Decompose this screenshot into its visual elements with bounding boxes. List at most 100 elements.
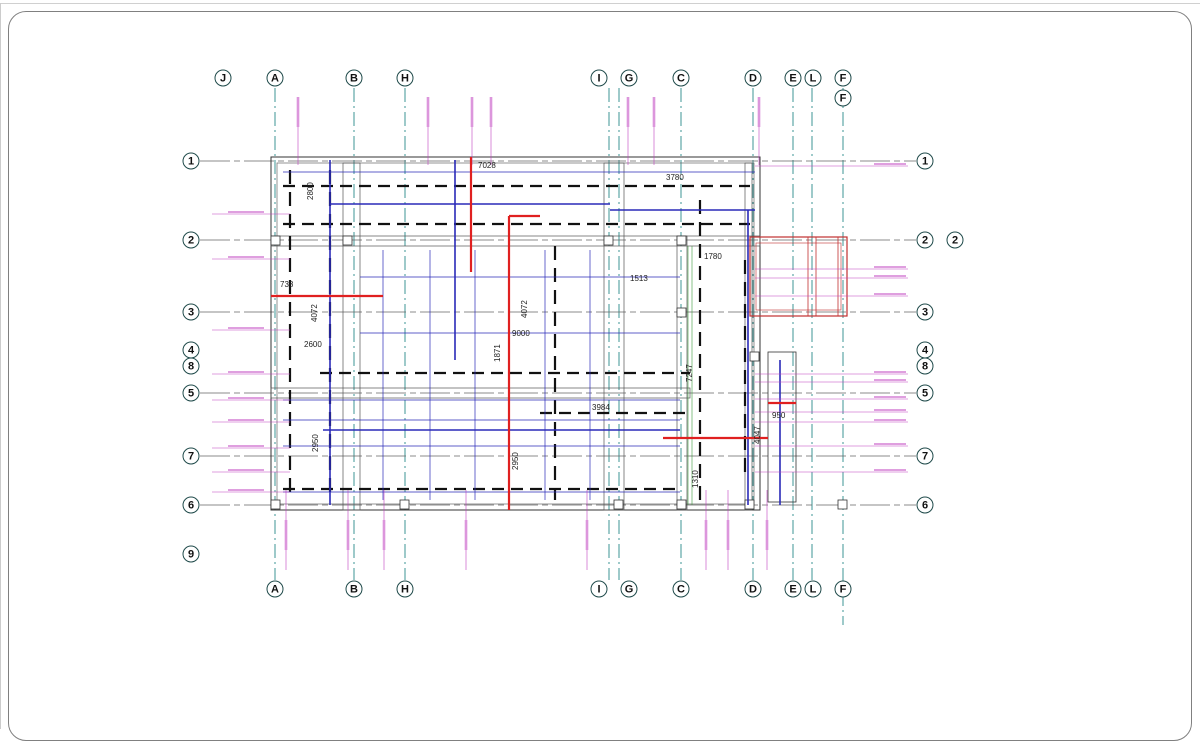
grid-bubble-label: F [840, 73, 847, 85]
rebar-tag-label [874, 409, 906, 411]
grid-bubble-top-D: D [744, 69, 762, 87]
grid-bubble-label: 5 [922, 388, 928, 400]
grid-bubble-right-8: 8 [916, 357, 934, 375]
grid-bubble-left-6: 6 [182, 496, 200, 514]
grid-bubble-circle [214, 69, 232, 87]
column [613, 499, 624, 510]
grid-bubble-left-8: 8 [182, 357, 200, 375]
grid-bubble-left-2: 2 [182, 231, 200, 249]
rebar-tag-label [228, 211, 264, 213]
grid-bubble-circle [804, 580, 822, 598]
dimension-label: 950 [772, 411, 786, 420]
grid-bubble-label: L [810, 73, 817, 85]
grid-bubble-circle [345, 69, 363, 87]
grid-bubble-bottom-C: C [672, 580, 690, 598]
grid-bubble-top-G: G [620, 69, 638, 87]
grid-bubble-label: C [677, 73, 685, 85]
grid-bubble-right-3: 3 [916, 303, 934, 321]
dimension-label: 1780 [704, 252, 722, 261]
grid-bubble-left-9: 9 [182, 545, 200, 563]
grid-bubble-label: G [625, 73, 634, 85]
grid-bubble-circle [946, 231, 964, 249]
rebar-tag-label [765, 520, 769, 550]
grid-bubble-label: B [350, 73, 358, 85]
grid-bubble-circle [396, 69, 414, 87]
column [399, 499, 410, 510]
dimension-label: 4072 [520, 300, 529, 318]
grid-bubble-label: 2 [188, 235, 194, 247]
grid-bubble-circle [916, 496, 934, 514]
grid-bubble-label: F [840, 584, 847, 596]
grid-bubble-right-1: 1 [916, 152, 934, 170]
dimension-label: 2950 [311, 434, 320, 452]
grid-bubble-bottom-F: F [834, 580, 852, 598]
rebar-tag-label [470, 97, 474, 127]
rebar-tag-label [874, 396, 906, 398]
inner-wall [276, 162, 755, 505]
dimension-label: 738 [280, 280, 294, 289]
grid-bubble-label: 8 [922, 361, 928, 373]
grid-bubble-label: E [789, 73, 796, 85]
rebar-tag-label [228, 397, 264, 399]
grid-bubble-left-5: 5 [182, 384, 200, 402]
rebar-tag-label [874, 469, 906, 471]
dimension-label: 2800 [306, 182, 315, 200]
grid-bubble-left-3: 3 [182, 303, 200, 321]
grid-bubble-circle [916, 357, 934, 375]
rebar-tag-label [489, 97, 493, 127]
grid-bubble-top-A: A [266, 69, 284, 87]
rebar-tag-label [284, 520, 288, 550]
grid-bubble-label: I [597, 73, 600, 85]
grid-bubble-label: J [220, 73, 226, 85]
grid-bubble-circle [182, 496, 200, 514]
grid-bubble-label: 3 [188, 307, 194, 319]
grid-bubble-label: A [271, 73, 279, 85]
grid-bubble-label: 7 [188, 451, 194, 463]
grid-bubble-bottom-L: L [804, 580, 822, 598]
grid-bubble-circle [916, 231, 934, 249]
grid-bubble-circle [396, 580, 414, 598]
grid-bubble-label: 7 [922, 451, 928, 463]
rebar-tag-label [296, 97, 300, 127]
rebar-tag-label [228, 327, 264, 329]
rebar-tag-label [464, 520, 468, 550]
grid-bubble-circle [804, 69, 822, 87]
dimension-label: 3780 [666, 173, 684, 182]
column [837, 499, 848, 510]
grid-bubble-top-I: I [590, 69, 608, 87]
rebar-tag-label [346, 520, 350, 550]
grid-bubble-top-B: B [345, 69, 363, 87]
footing-outline [749, 236, 848, 317]
dimension-label: 2950 [511, 452, 520, 470]
grid-bubble-label: D [749, 73, 757, 85]
grid-bubble-circle [916, 447, 934, 465]
footing-beam [807, 236, 817, 317]
grid-bubble-right-7: 7 [916, 447, 934, 465]
grid-bubble-bottom-H: H [396, 580, 414, 598]
dimension-label: 1871 [493, 344, 502, 362]
grid-bubble-circle [266, 69, 284, 87]
grid-bubble-bottom-A: A [266, 580, 284, 598]
dimension-label: 7247 [685, 364, 694, 382]
grid-bubble-circle [182, 384, 200, 402]
grid-bubble-label: 2 [922, 235, 928, 247]
grid-bubble-circle [182, 357, 200, 375]
grid-bubble-circle [834, 580, 852, 598]
grid-bubble-circle [345, 580, 363, 598]
grid-bubble-label: B [350, 584, 358, 596]
rebar-tag-label [228, 469, 264, 471]
grid-bubble-label: A [271, 584, 279, 596]
grid-bubble-label: 1 [188, 156, 194, 168]
window-edge [0, 3, 1, 729]
rebar-tag-label [228, 489, 264, 491]
rebar-tag-label [704, 520, 708, 550]
grid-bubble-circle [182, 231, 200, 249]
rebar-tag-label [757, 97, 761, 127]
column [676, 499, 687, 510]
grid-bubble-circle [182, 447, 200, 465]
footing-inner [755, 242, 842, 311]
grid-bubble-label: 6 [188, 500, 194, 512]
column [676, 307, 687, 318]
rebar-tag-label [726, 520, 730, 550]
